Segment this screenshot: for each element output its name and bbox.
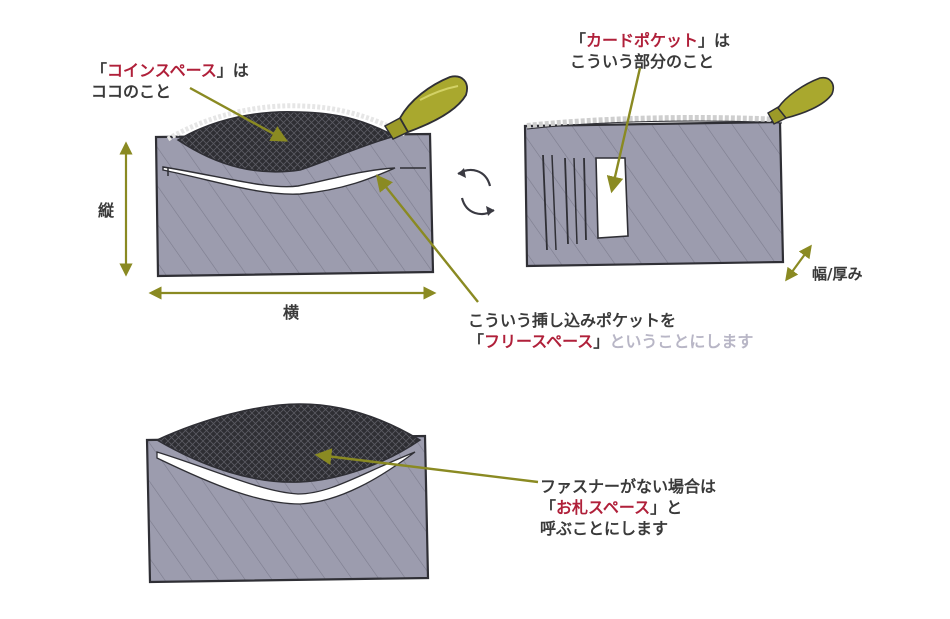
free-space-label: こういう挿し込みポケットを 「フリースペース」ということにします [468, 311, 754, 351]
thickness-label: 幅/厚み [812, 265, 863, 283]
coin-space-label: 「コインスペース」は ココのこと [91, 61, 249, 101]
pouch-without-zipper [145, 403, 430, 584]
zipper-pull-icon [383, 75, 468, 140]
pouch-back-body [523, 120, 785, 268]
card-pocket-slots [542, 154, 587, 251]
rotate-arrows-icon [457, 168, 495, 216]
card-pocket-label: 「カードポケット」は こういう部分のこと [570, 31, 731, 71]
zipper-pull-icon [767, 76, 835, 125]
free-space-pointer [375, 174, 479, 303]
pouch-front-with-zipper [154, 75, 468, 278]
bill-space-opening [155, 403, 422, 483]
pouch-back-with-card-pocket [523, 76, 835, 268]
coin-space-pointer [189, 86, 288, 142]
zipper-top-edge [526, 115, 783, 129]
free-space-slit [162, 166, 396, 195]
zipper-teeth [166, 103, 407, 142]
card-pocket-window [595, 157, 629, 239]
bill-space-label: ファスナーがない場合は 「お札スペース」と 呼ぶことにします [540, 477, 717, 538]
height-label: 縦 [98, 201, 115, 220]
bill-space-pointer [314, 448, 539, 484]
thickness-arrow [785, 244, 812, 282]
width-label: 横 [283, 303, 300, 322]
card-pocket-pointer [606, 67, 642, 194]
bottom-free-space-slit [156, 451, 416, 505]
